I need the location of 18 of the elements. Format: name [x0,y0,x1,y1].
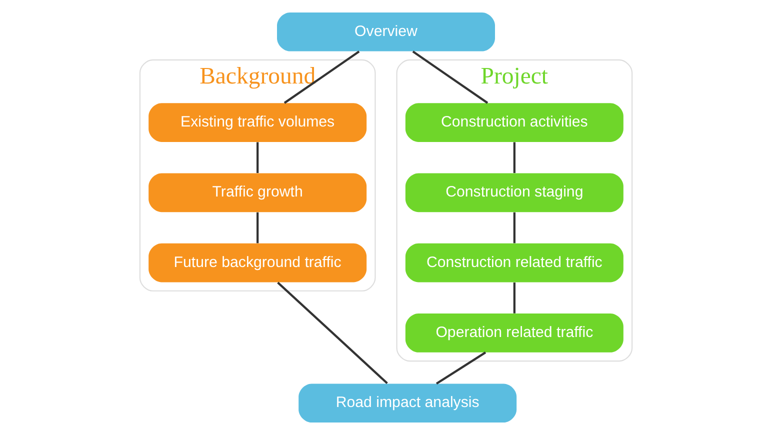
connector [256,142,259,174]
node-box: Future background traffic [148,243,367,282]
connector [284,50,360,104]
node-box: Construction activities [405,103,624,142]
connector [513,142,516,174]
connector [436,352,486,385]
node-box: Road impact analysis [298,384,517,423]
node-box: Operation related traffic [405,314,624,352]
connector [513,212,516,244]
connector [513,282,516,314]
node-box: Traffic growth [148,173,367,212]
node-box: Construction related traffic [405,243,624,282]
node-box: Construction staging [405,173,624,212]
node-box: Existing traffic volumes [148,103,367,142]
node-box: Overview [277,12,495,52]
connector [412,50,488,104]
connector [277,282,388,384]
connector [256,212,259,244]
